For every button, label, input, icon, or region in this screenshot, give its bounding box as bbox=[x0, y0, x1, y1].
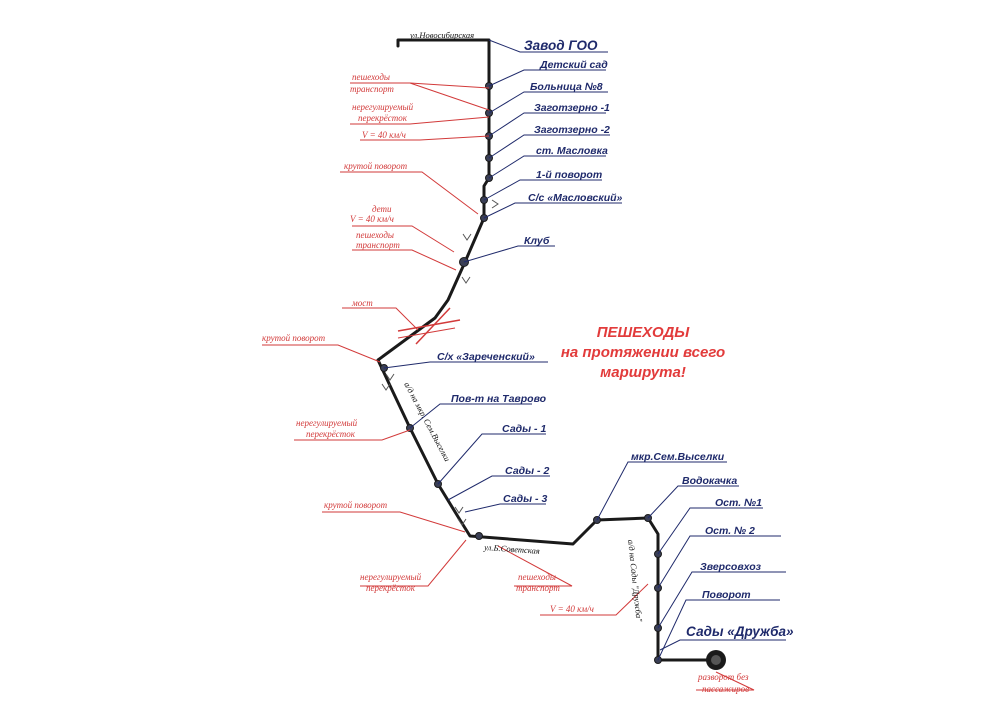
hazard-peshekhody-2: пешеходы bbox=[356, 230, 394, 240]
hazard-speed-3: V = 40 км/ч bbox=[550, 604, 594, 614]
hazard-nereg-1a: нерегулируемый bbox=[352, 102, 414, 112]
stop-label-zverosovkhoz: Зверсовхоз bbox=[700, 561, 762, 573]
stop-label-st-maslovka: ст. Масловка bbox=[536, 145, 608, 157]
stop-label-sady2: Сады - 2 bbox=[505, 465, 549, 477]
stop-label-klub: Клуб bbox=[524, 235, 550, 247]
hazard-peshekhody-1: пешеходы bbox=[352, 72, 390, 82]
hazard-speed-2: V = 40 км/ч bbox=[350, 214, 394, 224]
stop-label-ss-maslovsky: С/с «Масловский» bbox=[528, 192, 623, 204]
stop-leaders bbox=[383, 39, 786, 661]
stop-label-sh-zarechensky: С/х «Зареченский» bbox=[437, 351, 535, 363]
stop-label-pervy-povorot: 1-й поворот bbox=[536, 169, 602, 181]
hazard-speed-1: V = 40 км/ч bbox=[362, 130, 406, 140]
stop-label-mkr-sem-vyselki: мкр.Сем.Выселки bbox=[631, 451, 725, 463]
notice-line-1: ПЕШЕХОДЫ bbox=[597, 324, 691, 341]
hazard-nereg-3a: нерегулируемый bbox=[360, 572, 422, 582]
stop-label-pov-tavrovo: Пов-т на Таврово bbox=[451, 393, 547, 405]
stop-label-bolnitsa: Больница №8 bbox=[530, 81, 603, 93]
stop-dot-sady3[interactable] bbox=[475, 532, 483, 540]
stop-label-zavod-goo: Завод ГОО bbox=[524, 38, 598, 53]
hazard-nereg-2b: перекрёсток bbox=[306, 429, 356, 439]
stop-label-detsky-sad: Детский сад bbox=[539, 59, 608, 71]
notice-line-2: на протяжении всего bbox=[561, 344, 725, 361]
street-label-ad-sem-vyselki: а/д на мкр. Сем.Выселки bbox=[402, 380, 452, 463]
hazard-leaders bbox=[262, 82, 755, 691]
hazard-krutoy-1: крутой поворот bbox=[344, 161, 408, 171]
direction-arrows bbox=[381, 199, 499, 526]
stop-label-sady-druzhba: Сады «Дружба» bbox=[686, 624, 794, 639]
bridge-marker bbox=[397, 307, 461, 345]
stop-label-vodokachka: Водокачка bbox=[682, 475, 737, 487]
street-label-b-sovetskaya: ул.Б.Советская bbox=[483, 542, 540, 556]
turnaround-inner bbox=[711, 655, 721, 665]
hazard-razvorot-b: пассажиров bbox=[702, 684, 749, 694]
street-label-ad-druzhba: а/д на Сады "Дружба" bbox=[626, 539, 645, 622]
hazard-transport-2: транспорт bbox=[356, 240, 400, 250]
street-label-novosibirskaya: ул.Новосибирская bbox=[409, 30, 474, 40]
hazard-krutoy-2: крутой поворот bbox=[262, 333, 326, 343]
hazard-transport-3: транспорт bbox=[516, 583, 560, 593]
notice-line-3: маршрута! bbox=[600, 364, 686, 381]
stop-label-ost1: Ост. №1 bbox=[715, 497, 762, 509]
hazard-nereg-1b: перекрёсток bbox=[358, 113, 408, 123]
stop-label-ost2: Ост. № 2 bbox=[705, 525, 755, 537]
hazard-transport-1: транспорт bbox=[350, 84, 394, 94]
stop-label-zagotzerno1: Заготзерно -1 bbox=[534, 102, 610, 114]
stop-label-sady1: Сады - 1 bbox=[502, 423, 546, 435]
hazard-razvorot-a: разворот без bbox=[697, 672, 749, 682]
hazard-peshekhody-3: пешеходы bbox=[518, 572, 556, 582]
hazard-most: мост bbox=[351, 298, 373, 308]
stop-label-sady3: Сады - 3 bbox=[503, 493, 547, 505]
stop-label-zagotzerno2: Заготзерно -2 bbox=[534, 124, 610, 136]
hazard-krutoy-3: крутой поворот bbox=[324, 500, 388, 510]
pedestrians-notice: ПЕШЕХОДЫ на протяжении всего маршрута! bbox=[561, 324, 725, 381]
hazard-deti: дети bbox=[372, 204, 392, 214]
hazard-nereg-2a: нерегулируемый bbox=[296, 418, 358, 428]
stop-label-povorot: Поворот bbox=[702, 589, 751, 601]
hazard-nereg-3b: перекрёсток bbox=[366, 583, 416, 593]
